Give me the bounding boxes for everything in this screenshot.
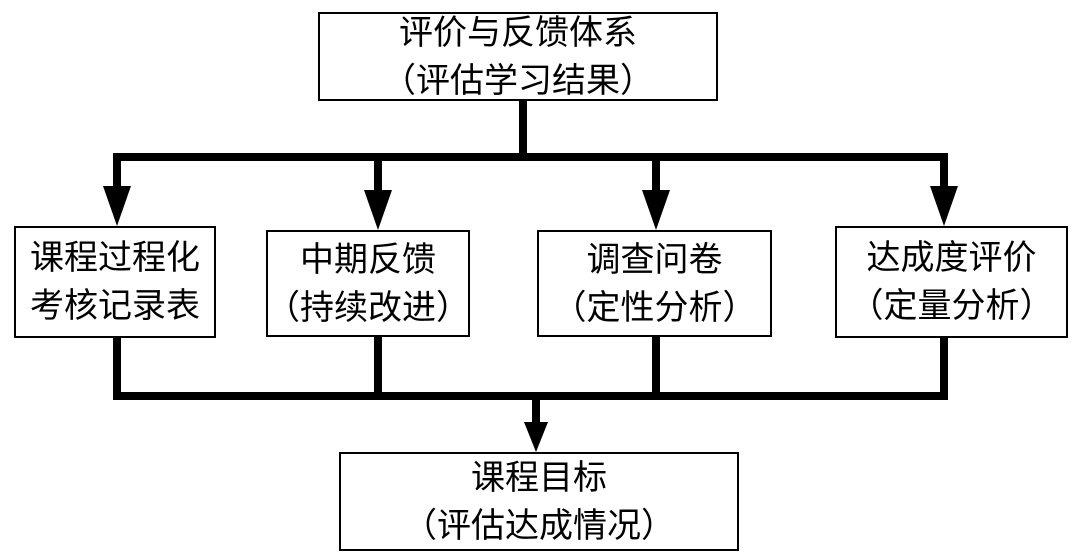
box-subtitle: （持续改进） <box>266 287 470 328</box>
arrow-down-icon-2 <box>364 190 392 230</box>
box-subtitle: 考核记录表 <box>30 286 200 326</box>
box-midterm-feedback: 中期反馈 （持续改进） <box>266 230 470 337</box>
arrow-down-icon-1 <box>103 186 131 226</box>
box-title: 中期反馈 <box>300 239 436 280</box>
box-title: 评价与反馈体系 <box>399 12 637 53</box>
box-achievement-evaluation: 达成度评价 （定量分析） <box>835 226 1068 338</box>
box-title: 课程过程化 <box>30 238 200 278</box>
box-title: 课程目标 <box>471 457 607 498</box>
box-questionnaire: 调查问卷 （定性分析） <box>537 230 772 337</box>
box-subtitle: （定量分析） <box>849 286 1054 326</box>
arrow-down-icon-3 <box>642 190 670 230</box>
box-course-objectives: 课程目标 （评估达成情况） <box>339 452 739 551</box>
box-subtitle: （评估学习结果） <box>382 60 654 101</box>
box-subtitle: （定性分析） <box>552 287 757 328</box>
box-evaluation-feedback-system: 评价与反馈体系 （评估学习结果） <box>318 12 718 101</box>
box-course-process-record: 课程过程化 考核记录表 <box>14 226 216 338</box>
box-subtitle: （评估达成情况） <box>403 505 675 546</box>
arrow-down-icon-bottom <box>524 422 548 452</box>
arrow-down-icon-4 <box>930 186 958 226</box>
box-title: 达成度评价 <box>866 238 1037 278</box>
box-title: 调查问卷 <box>586 239 723 280</box>
